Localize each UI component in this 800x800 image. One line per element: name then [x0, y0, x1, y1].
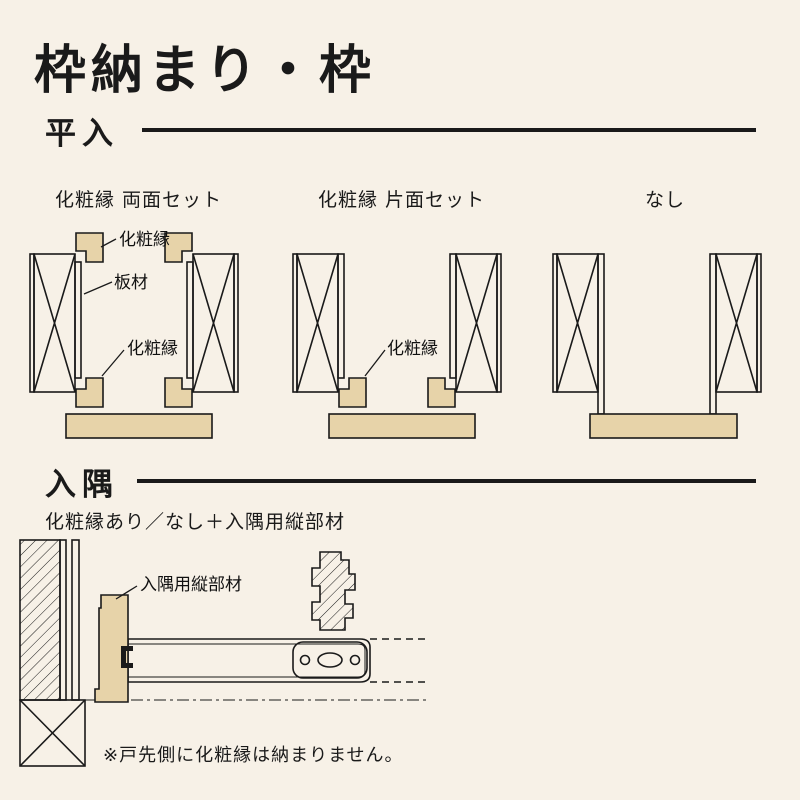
strike-screw-left [299, 654, 311, 666]
frame-continuation-dashed [370, 638, 427, 683]
trim-top-left [75, 232, 104, 263]
stud-left-cross [556, 253, 599, 393]
trim-top-right [164, 232, 193, 263]
wall-hatched [19, 539, 61, 701]
section-heading-irisumi: 入隅 [45, 467, 119, 503]
leader-line [100, 238, 117, 248]
trim-bottom-right [427, 377, 456, 408]
frame-board [65, 413, 213, 439]
leader-line [364, 349, 386, 377]
callout-board: 板材 [114, 273, 148, 293]
latch-keeper [121, 646, 133, 668]
door-frame-bar-inner [128, 643, 366, 678]
stud-right-cross [455, 253, 498, 393]
trim-bottom-left [75, 377, 104, 408]
stud-right-cross [192, 253, 235, 393]
board-right [449, 253, 457, 379]
wall-board-inner [71, 539, 80, 701]
diagram-one-side: 化粧縁 [292, 253, 502, 439]
trim-bottom-right [164, 377, 193, 408]
corner-stud-cross [19, 699, 86, 767]
variant-label-none: なし [645, 189, 686, 211]
frame-board [328, 413, 476, 439]
hirairi-rule [142, 128, 756, 132]
callout-corner-member: 入隅用縦部材 [140, 575, 242, 595]
callout-trim-top: 化粧縁 [119, 230, 170, 250]
callout-trim-bottom: 化粧縁 [387, 339, 438, 359]
stud-right-cross [715, 253, 758, 393]
corner-vertical-member [94, 594, 129, 703]
leader-line [83, 281, 113, 295]
variant-label-both-sides: 化粧縁 両面セット [55, 189, 223, 211]
board-left [597, 253, 605, 415]
page-title: 枠納まり・枠 [34, 41, 377, 101]
variant-label-one-side: 化粧縁 片面セット [318, 189, 486, 211]
door-frame-bar [127, 638, 371, 683]
strike-plate [292, 641, 368, 679]
section-heading-hirairi: 平入 [45, 116, 119, 152]
stud-left-cross [33, 253, 76, 393]
corner-stud [19, 699, 86, 767]
irisumi-note: ※戸先側に化粧縁は納まりません。 [103, 745, 404, 766]
jamb-section [311, 551, 356, 631]
strike-screw-right [349, 654, 361, 666]
diagram-inside-corner: 入隅用縦部材 [19, 539, 427, 767]
strike-slot [317, 652, 343, 668]
leader-line [115, 585, 138, 600]
diagram-both-sides: 化粧縁 板材 化粧縁 [29, 230, 239, 439]
board-left [337, 253, 345, 379]
board-right [186, 261, 194, 379]
stud-left-cross [296, 253, 339, 393]
trim-bottom-left [338, 377, 367, 408]
leader-line [101, 349, 125, 377]
diagram-none [552, 253, 762, 439]
irisumi-subtitle: 化粧縁あり／なし＋入隅用縦部材 [45, 511, 346, 533]
wall-board-outer [59, 539, 67, 701]
frame-board [589, 413, 738, 439]
board-left [74, 261, 82, 379]
irisumi-rule [137, 479, 756, 483]
board-right [709, 253, 717, 415]
callout-trim-bottom: 化粧縁 [127, 339, 178, 359]
